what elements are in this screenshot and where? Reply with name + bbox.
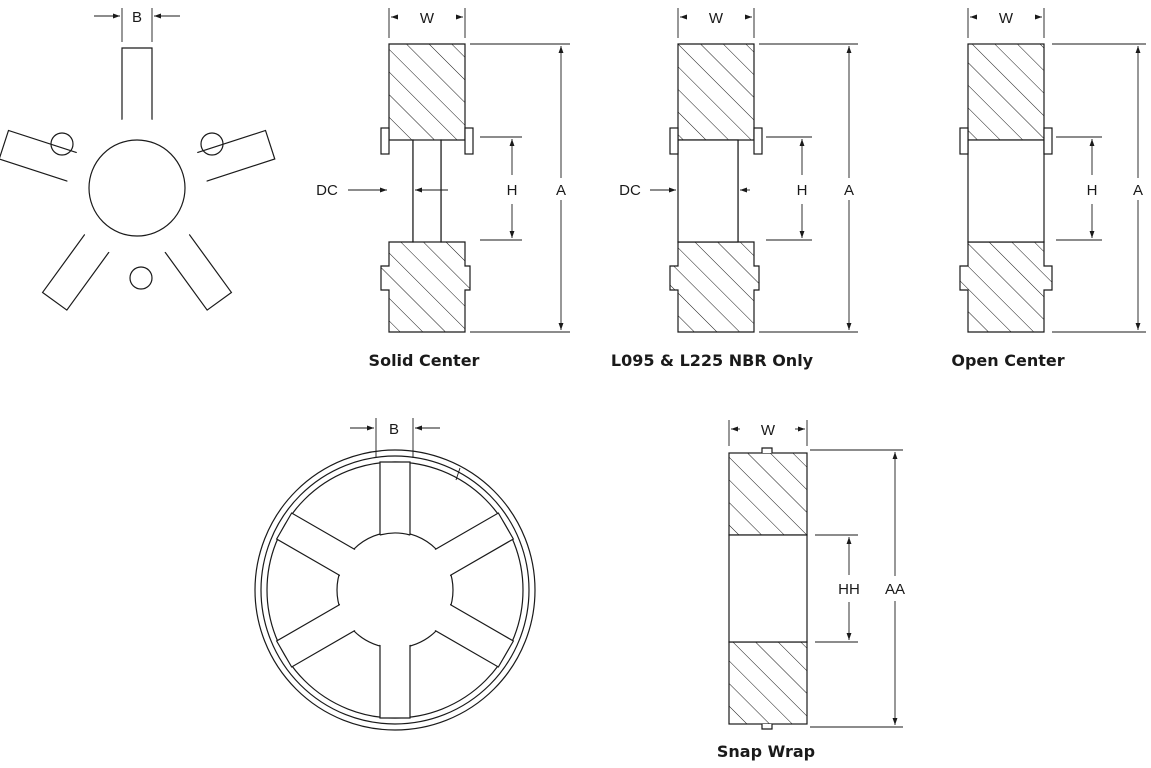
caption-open-center: Open Center xyxy=(951,351,1064,370)
caption-nbr-only: L095 & L225 NBR Only xyxy=(611,351,814,370)
dim-hh: HH xyxy=(838,581,860,598)
spider-hole xyxy=(50,132,74,156)
spider-hole xyxy=(129,266,153,290)
dim-aa: AA xyxy=(885,581,905,598)
caption-snap-wrap: Snap Wrap xyxy=(717,742,815,761)
dim-b: B xyxy=(389,421,399,438)
spider-bore xyxy=(88,139,186,237)
caption-solid-center: Solid Center xyxy=(369,351,480,370)
solid-center-view: W DC H A Solid Center xyxy=(316,8,570,370)
dim-a: A xyxy=(1133,182,1143,199)
dim-dc: DC xyxy=(619,182,641,199)
dim-dc: DC xyxy=(316,182,338,199)
dim-a: A xyxy=(556,182,566,199)
dim-h: H xyxy=(507,182,518,199)
nbr-only-view: W DC H A L095 & L225 NBR Only xyxy=(611,8,858,370)
snap-wrap-ring-view: B xyxy=(254,418,536,731)
dim-h: H xyxy=(797,182,808,199)
open-center-view: W H A Open Center xyxy=(951,8,1146,370)
dim-h: H xyxy=(1087,182,1098,199)
dim-b: B xyxy=(132,9,142,26)
dim-w: W xyxy=(999,10,1014,27)
dim-w: W xyxy=(709,10,724,27)
dim-w: W xyxy=(761,422,776,439)
dim-a: A xyxy=(844,182,854,199)
snap-wrap-view: W HH AA Snap Wrap xyxy=(717,420,905,761)
dim-w: W xyxy=(420,10,435,27)
spider-hole xyxy=(200,132,224,156)
spider-view: B xyxy=(0,8,276,311)
